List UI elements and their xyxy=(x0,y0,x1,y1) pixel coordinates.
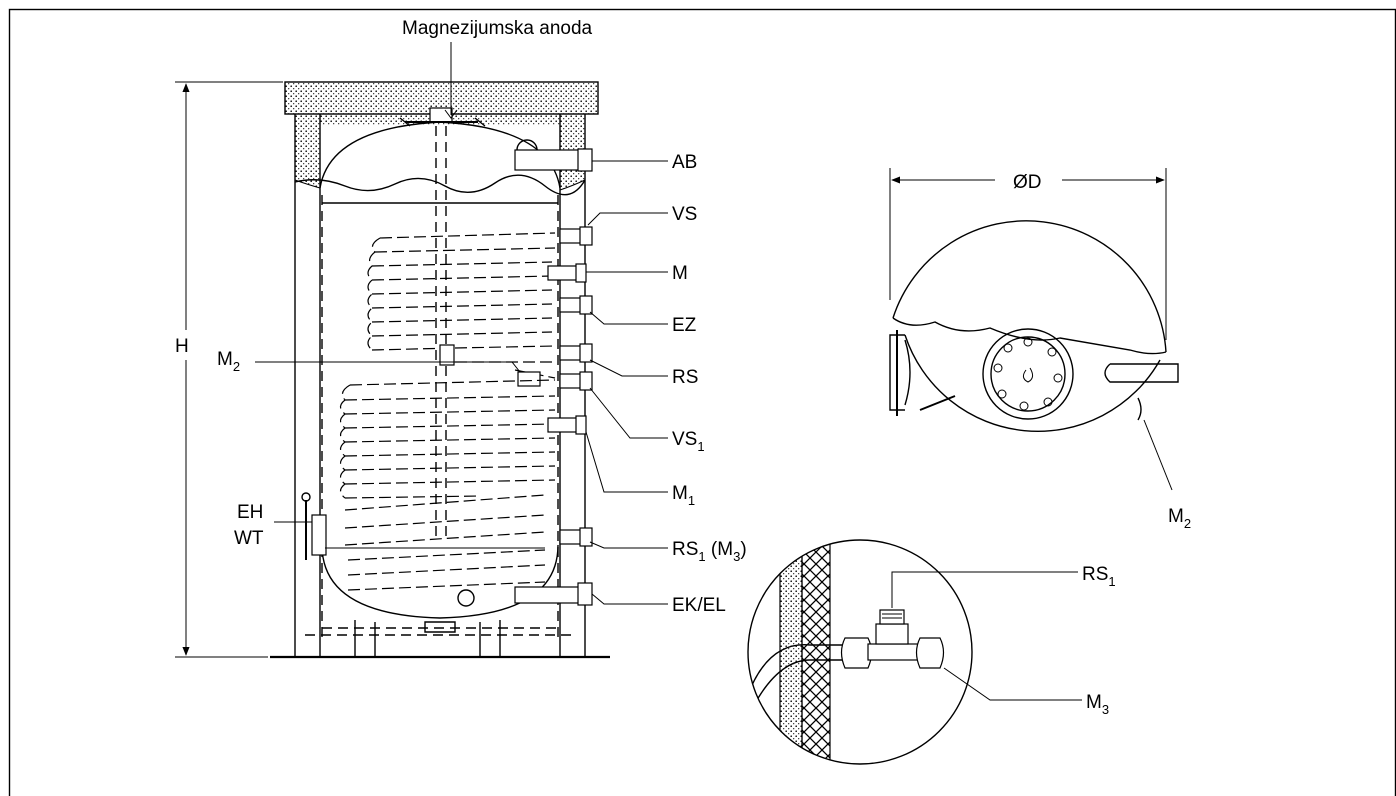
label-m: M xyxy=(672,263,688,284)
label-detail-rs1-sub: 1 xyxy=(1108,574,1115,589)
label-vs1: VS1 xyxy=(672,429,705,454)
insulation-left xyxy=(294,113,321,189)
boiler-top-view: ØD M2 xyxy=(889,168,1191,531)
label-m1-sub: 1 xyxy=(688,493,695,508)
label-top-m2-base: M xyxy=(1168,506,1184,527)
label-top-m2-sub: 2 xyxy=(1184,516,1191,531)
connection-labels: AB VS M EZ RS VS1 M1 RS1 (M3) EK/EL xyxy=(585,152,747,616)
label-wt: WT xyxy=(234,528,264,549)
label-rs1m3-paren-sub: 3 xyxy=(733,549,740,564)
page-frame xyxy=(8,8,1396,796)
label-rs1m3-open: (M xyxy=(706,539,733,560)
height-label: H xyxy=(175,336,189,357)
detail-view: RS1 M3 xyxy=(747,539,1116,765)
diameter-label: ØD xyxy=(1013,172,1042,193)
label-rs1m3-close: ) xyxy=(740,539,746,560)
label-m1-base: M xyxy=(672,483,688,504)
label-detail-m3-sub: 3 xyxy=(1102,702,1109,717)
label-detail-rs1: RS1 xyxy=(1082,564,1116,589)
label-detail-m3-base: M xyxy=(1086,692,1102,713)
label-vs: VS xyxy=(672,204,697,225)
label-m2: M2 xyxy=(217,349,240,374)
label-detail-rs1-base: RS xyxy=(1082,564,1108,585)
label-m2-base: M xyxy=(217,349,233,370)
label-top-m2: M2 xyxy=(1168,506,1191,531)
label-rs1m3-base: RS xyxy=(672,539,698,560)
label-vs1-base: VS xyxy=(672,429,697,450)
boiler-front-view xyxy=(270,81,610,659)
label-m1: M1 xyxy=(672,483,695,508)
upper-heat-coil xyxy=(367,232,556,387)
label-rs1-m3: RS1 (M3) xyxy=(672,539,747,564)
label-detail-m3: M3 xyxy=(1086,692,1109,717)
label-ekel: EK/EL xyxy=(672,595,726,616)
height-dimension: H xyxy=(175,81,283,658)
anode-label: Magnezijumska anoda xyxy=(402,18,593,39)
lower-heat-coil xyxy=(339,379,556,607)
right-fittings xyxy=(514,226,593,606)
label-m2-sub: 2 xyxy=(233,359,240,374)
label-vs1-sub: 1 xyxy=(697,439,704,454)
label-ez: EZ xyxy=(672,315,697,336)
label-ab: AB xyxy=(672,152,697,173)
label-rs: RS xyxy=(672,367,698,388)
label-rs1m3-sub: 1 xyxy=(698,549,705,564)
label-eh: EH xyxy=(237,502,263,523)
